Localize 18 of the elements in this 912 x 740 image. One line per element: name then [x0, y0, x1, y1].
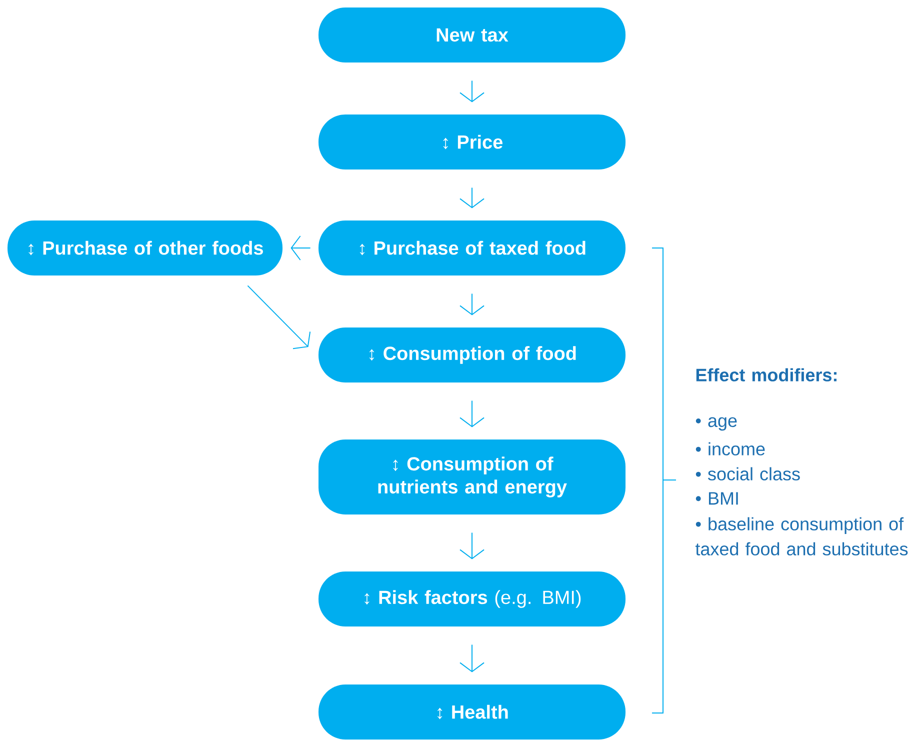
list-item: • baseline consumption of taxed food and substitutes	[695, 517, 908, 556]
process-box: ↕ Health	[318, 684, 626, 740]
process-box: New tax	[318, 8, 626, 62]
process-box: ↕ Consumption of food	[318, 328, 626, 382]
process-box: ↕ Purchase of other foods	[8, 220, 282, 276]
arrow	[460, 532, 484, 560]
arrow	[460, 400, 484, 428]
list-item: • BMI	[696, 492, 738, 505]
list-item: • age	[696, 417, 737, 431]
process-box: ↕ Risk factors (e.g. BMI)	[318, 572, 626, 626]
heading: Effect modifiers:	[696, 368, 836, 382]
process-box: ↕ Purchase of taxed food	[318, 220, 626, 276]
process-box: ↕ Price	[318, 114, 626, 170]
list-item: • social class	[696, 467, 800, 480]
arrow	[247, 285, 311, 350]
list-item: • income	[696, 442, 765, 456]
arrow	[460, 644, 484, 672]
process-box: ↕ Consumption of nutrients and energy	[318, 440, 626, 514]
